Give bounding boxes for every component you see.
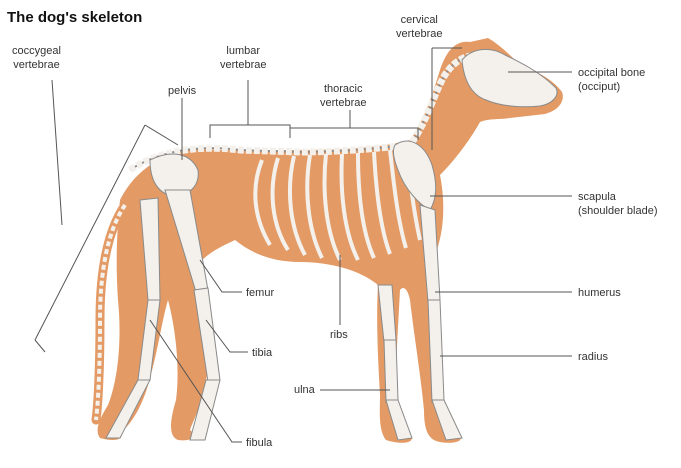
label-fibula: fibula <box>246 436 272 450</box>
label-scapula: scapula (shoulder blade) <box>578 190 658 218</box>
label-radius: radius <box>578 350 608 364</box>
label-humerus: humerus <box>578 286 621 300</box>
label-tibia: tibia <box>252 346 272 360</box>
label-thoracic-vertebrae: thoracic vertebrae <box>320 82 366 110</box>
label-coccygeal-vertebrae: coccygeal vertebrae <box>12 44 61 72</box>
label-ribs: ribs <box>330 328 348 342</box>
label-ulna: ulna <box>294 383 315 397</box>
label-femur: femur <box>246 286 274 300</box>
label-cervical-vertebrae: cervical vertebrae <box>396 13 442 41</box>
label-lumbar-vertebrae: lumbar vertebrae <box>220 44 266 72</box>
diagram-title: The dog's skeleton <box>7 9 142 26</box>
label-pelvis: pelvis <box>168 84 196 98</box>
label-occipital-bone: occipital bone (occiput) <box>578 66 645 94</box>
